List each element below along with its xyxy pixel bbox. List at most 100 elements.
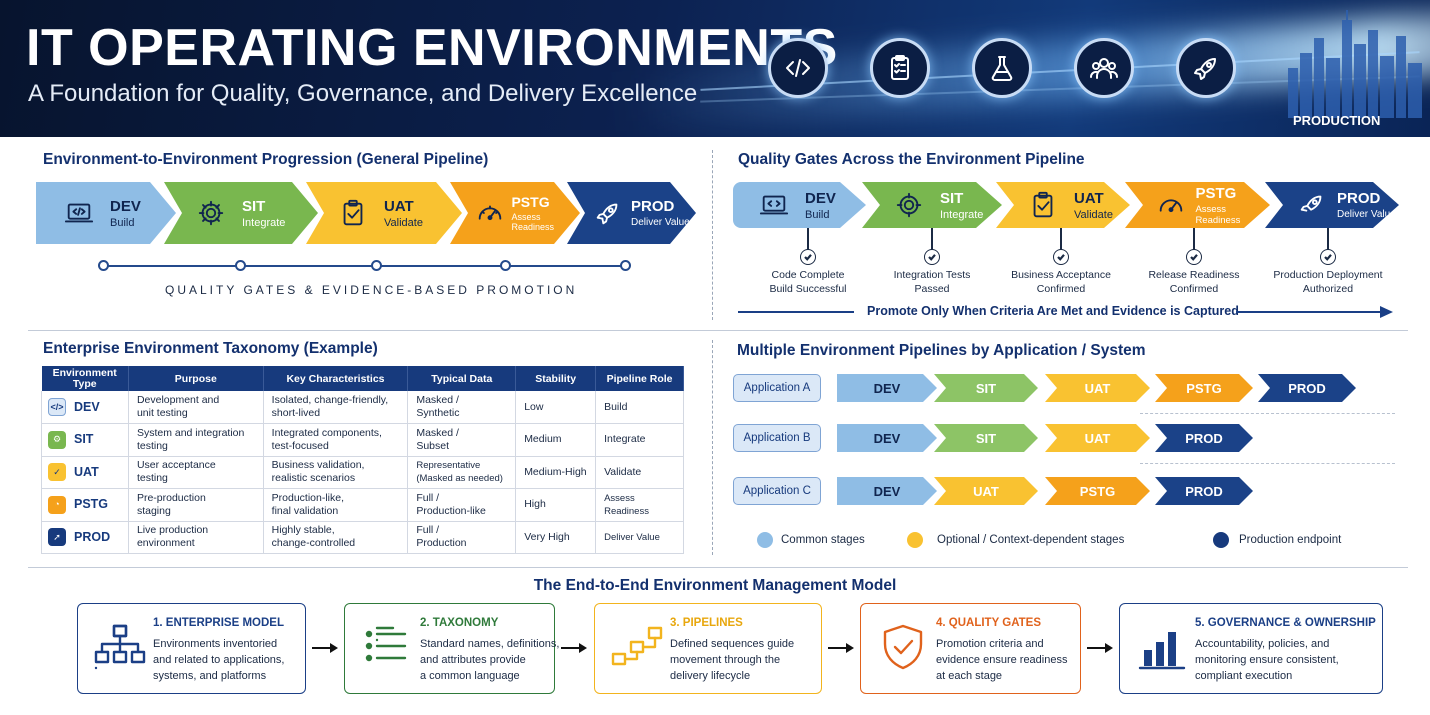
- progression-title: Environment-to-Environment Progression (…: [43, 151, 489, 168]
- section-divider: [28, 330, 1408, 331]
- cell-stability: Very High: [515, 521, 597, 554]
- legend-swatch-optional: [907, 532, 923, 548]
- pipeline-stage-pstg: PSTG: [1155, 374, 1253, 402]
- shield-check-icon: [875, 620, 931, 676]
- env-name: UAT: [74, 464, 99, 479]
- gate-connector: [1060, 228, 1062, 250]
- stage-name: SIT: [242, 197, 266, 215]
- model-title: The End-to-End Environment Management Mo…: [533, 577, 897, 594]
- gate-connector: [1327, 228, 1329, 250]
- city-skyline: [1288, 10, 1422, 118]
- stage-name: PROD: [1337, 190, 1381, 207]
- vertical-divider: [712, 150, 713, 320]
- timeline-line: [103, 265, 626, 267]
- step-title: 1. ENTERPRISE MODEL: [153, 617, 284, 629]
- timeline-dot: [500, 260, 511, 271]
- check-icon: [1320, 249, 1336, 265]
- production-label: PRODUCTION: [1293, 113, 1381, 128]
- rocket-icon: [1176, 38, 1236, 98]
- stage-name: UAT: [1074, 189, 1104, 207]
- check-icon: [1186, 249, 1202, 265]
- check-icon: [800, 249, 816, 265]
- flask-icon: [972, 38, 1032, 98]
- step-description: Standard names, definitions,and attribut…: [420, 638, 560, 682]
- stage-name: UAT: [384, 197, 414, 215]
- pipeline-stage-uat: UAT: [934, 477, 1038, 505]
- step-title: 5. GOVERNANCE & OWNERSHIP: [1195, 617, 1376, 629]
- gauge-icon: [474, 196, 505, 230]
- gates-title: Quality Gates Across the Environment Pip…: [738, 151, 1085, 168]
- page-subtitle: A Foundation for Quality, Governance, an…: [28, 80, 698, 107]
- gauge-icon: [1155, 188, 1187, 222]
- app-label-b: Application B: [733, 424, 821, 452]
- app-label-a: Application A: [733, 374, 821, 402]
- stage-sub: Deliver Value: [631, 217, 690, 228]
- arrow-right-icon: [561, 643, 587, 653]
- cell-role: Build: [595, 391, 684, 424]
- cell-role: Deliver Value: [595, 521, 684, 554]
- cell-role: Validate: [595, 456, 684, 489]
- gate-stage-prod: PROD Deliver Value: [1265, 182, 1399, 228]
- cell-data: Full /Production-like: [407, 488, 517, 522]
- laptop-code-icon: [757, 188, 791, 222]
- arrow-right-icon: [312, 643, 338, 653]
- step-title: 2. TAXONOMY: [420, 617, 499, 629]
- code-icon: </>: [48, 398, 66, 416]
- stage-sub: Deliver Value: [1337, 209, 1396, 220]
- promote-text: Promote Only When Criteria Are Met and E…: [867, 304, 1239, 318]
- promote-arrow-line: [738, 311, 854, 313]
- flow-icon: [609, 620, 665, 676]
- timeline-dot: [620, 260, 631, 271]
- rocket-icon: [591, 196, 625, 230]
- gear-icon: ⚙: [48, 430, 66, 449]
- cell-stability: High: [515, 488, 597, 522]
- env-name: PROD: [74, 529, 111, 544]
- team-icon: [1074, 38, 1134, 98]
- stage-name: DEV: [110, 197, 141, 215]
- rocket-icon: [1295, 188, 1329, 222]
- cell-role: Assess Readiness: [595, 488, 684, 522]
- stage-sub: Build: [110, 216, 135, 229]
- pipeline-stage-dev: DEV: [837, 424, 937, 452]
- legend-swatch-common: [757, 532, 773, 548]
- timeline-dot: [371, 260, 382, 271]
- cell-characteristics: Highly stable,change-controlled: [263, 521, 409, 554]
- header-icon-row: [768, 38, 1236, 98]
- cell-data: Masked /Synthetic: [407, 391, 517, 424]
- row-separator: [1140, 463, 1395, 464]
- pipeline-stage-dev: DEV: [837, 374, 937, 402]
- pipeline-stage-uat: UAT: [1045, 374, 1150, 402]
- timeline-dot: [98, 260, 109, 271]
- column-header: Key Characteristics: [263, 366, 409, 391]
- step-title: 4. QUALITY GATES: [936, 617, 1042, 629]
- legend-label: Common stages: [781, 534, 865, 546]
- legend-swatch-production: [1213, 532, 1229, 548]
- stage-sub: Validate: [1074, 208, 1113, 221]
- pipeline-stage-dev: DEV: [837, 477, 937, 505]
- gear-icon: [194, 196, 228, 230]
- cell-role: Integrate: [595, 423, 684, 457]
- stage-sub: Integrate: [940, 208, 984, 221]
- page-title: IT OPERATING ENVIRONMENTS: [26, 19, 838, 77]
- clipboard-check-icon: ✓: [48, 463, 66, 482]
- arrow-right-icon: [1087, 643, 1113, 653]
- check-icon: [924, 249, 940, 265]
- cell-data: Representative(Masked as needed): [407, 456, 517, 489]
- code-icon: [768, 38, 828, 98]
- env-name: PSTG: [74, 497, 109, 512]
